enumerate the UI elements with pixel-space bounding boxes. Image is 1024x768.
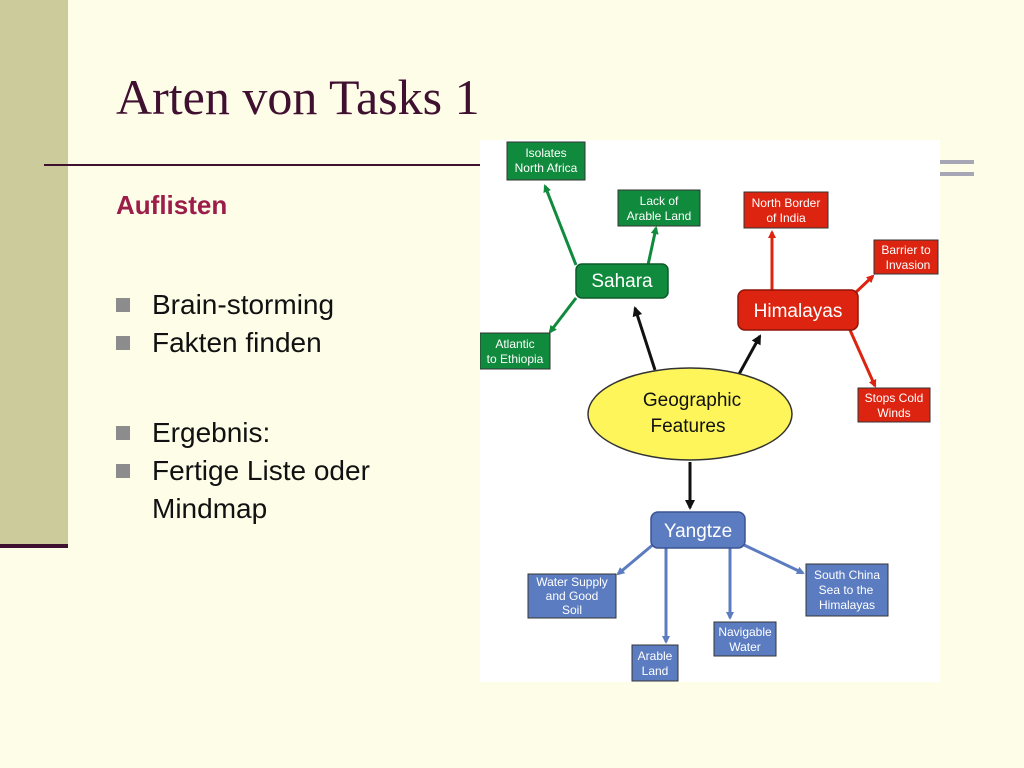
center-node: Geographic Features	[587, 367, 793, 461]
leaf-navigable-water: Navigable Water	[713, 621, 777, 657]
slide-title: Arten von Tasks 1	[116, 69, 480, 125]
square-bullet-icon	[116, 426, 130, 440]
square-bullet-icon	[116, 464, 130, 478]
bullet-item: Fakten finden	[116, 324, 476, 362]
leaf-label: North Border	[752, 196, 821, 210]
leaf-label: Atlantic	[495, 337, 534, 351]
bullet-item: Fertige Liste oder Mindmap	[116, 452, 476, 528]
leaf-label: Water	[729, 640, 761, 654]
bullet-text: Ergebnis:	[152, 417, 271, 448]
arrow-sahara-to-isolates	[543, 184, 578, 266]
leaf-label: Arable	[638, 649, 673, 663]
right-decor-stripe	[940, 160, 974, 164]
hub-label: Yangtze	[664, 521, 732, 542]
right-decor-stripe	[940, 172, 974, 176]
bullet-item: Brain-storming	[116, 286, 476, 324]
leaf-label: Invasion	[886, 258, 931, 272]
left-decor-band	[0, 0, 68, 548]
mindmap-svg: Geographic Features Sahara Himalayas Yan…	[480, 141, 939, 682]
center-label: Features	[651, 416, 726, 437]
arrow-yangtze-to-water-supply	[616, 541, 656, 576]
leaf-label: Isolates	[525, 146, 566, 160]
arrow-yangtze-to-south-china-sea	[741, 542, 805, 575]
leaf-label: to Ethiopia	[487, 352, 544, 366]
slide-subheading: Auflisten	[116, 190, 228, 220]
arrow-sahara-to-atlantic	[548, 297, 578, 334]
hub-sahara: Sahara	[575, 263, 669, 299]
leaf-isolates-north-africa: Isolates North Africa	[506, 141, 586, 181]
arrow-center-to-sahara	[632, 306, 657, 371]
hub-yangtze: Yangtze	[650, 511, 746, 549]
arrow-center-to-himalayas	[736, 334, 762, 377]
square-bullet-icon	[116, 298, 130, 312]
bullet-text: Fakten finden	[152, 327, 322, 358]
title-underline	[44, 164, 484, 166]
leaf-label: North Africa	[515, 161, 578, 175]
leaf-label: Arable Land	[627, 209, 692, 223]
hub-label: Sahara	[591, 271, 653, 292]
leaf-label: Land	[642, 664, 669, 678]
leaf-label: Himalayas	[819, 598, 875, 612]
leaf-stops-cold-winds: Stops Cold Winds	[857, 387, 931, 423]
leaf-arable-land: Arable Land	[631, 644, 679, 682]
hub-label: Himalayas	[754, 301, 843, 322]
leaf-north-border-of-india: North Border of India	[743, 191, 829, 229]
leaf-lack-of-arable-land: Lack of Arable Land	[617, 189, 701, 227]
leaf-label: South China	[814, 568, 880, 582]
hub-himalayas: Himalayas	[737, 289, 859, 331]
leaf-label: Sea to the	[819, 583, 874, 597]
leaf-label: Lack of	[640, 194, 679, 208]
leaf-label: and Good	[546, 589, 599, 603]
bullet-item: Ergebnis:	[116, 414, 476, 452]
arrow-sahara-to-lack-of-arable-land	[646, 226, 659, 266]
square-bullet-icon	[116, 336, 130, 350]
leaf-water-supply: Water Supply and Good Soil	[527, 573, 617, 619]
leaf-label: Water Supply	[536, 575, 608, 589]
center-label: Geographic	[643, 390, 741, 411]
leaf-barrier-to-invasion: Barrier to Invasion	[873, 239, 939, 275]
leaf-label: Soil	[562, 603, 582, 617]
left-decor-rule	[0, 544, 68, 548]
bullet-text: Fertige Liste oder Mindmap	[152, 455, 370, 524]
arrow-himalayas-to-stops-cold-winds	[848, 329, 877, 388]
leaf-label: Winds	[877, 406, 910, 420]
bullet-list: Brain-storming Fakten finden Ergebnis: F…	[116, 286, 476, 528]
leaf-label: Barrier to	[881, 243, 931, 257]
geographic-features-mindmap: Geographic Features Sahara Himalayas Yan…	[480, 140, 940, 682]
leaf-label: Stops Cold	[865, 391, 924, 405]
leaf-south-china-sea: South China Sea to the Himalayas	[805, 563, 889, 617]
bullet-text: Brain-storming	[152, 289, 335, 320]
leaf-atlantic-to-ethiopia: Atlantic to Ethiopia	[480, 332, 551, 370]
leaf-label: Navigable	[718, 625, 772, 639]
leaf-label: of India	[766, 211, 806, 225]
